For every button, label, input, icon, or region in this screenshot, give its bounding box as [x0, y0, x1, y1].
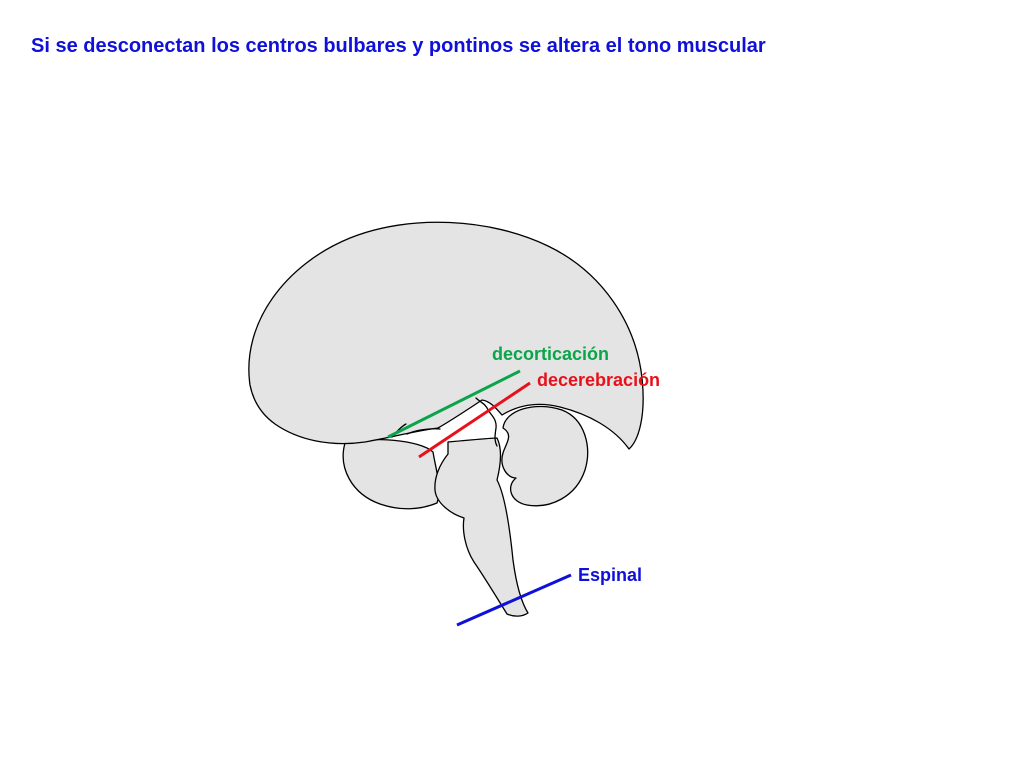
decerebracion-line	[418, 381, 531, 459]
fissure-detail	[475, 397, 498, 447]
cerebellum	[501, 405, 589, 507]
brain-illustration	[248, 221, 644, 617]
cerebrum	[248, 221, 644, 450]
temporal-lobe	[342, 438, 440, 510]
espinal-label: Espinal	[578, 565, 643, 585]
slide-title: Si se desconectan los centros bulbares y…	[31, 35, 766, 57]
espinal-line	[456, 573, 572, 627]
decorticacion-label: decorticación	[492, 344, 610, 364]
fissure-detail	[406, 428, 441, 435]
decorticacion-line	[387, 369, 521, 439]
brainstem	[434, 437, 529, 617]
decerebracion-label: decerebración	[537, 370, 661, 390]
